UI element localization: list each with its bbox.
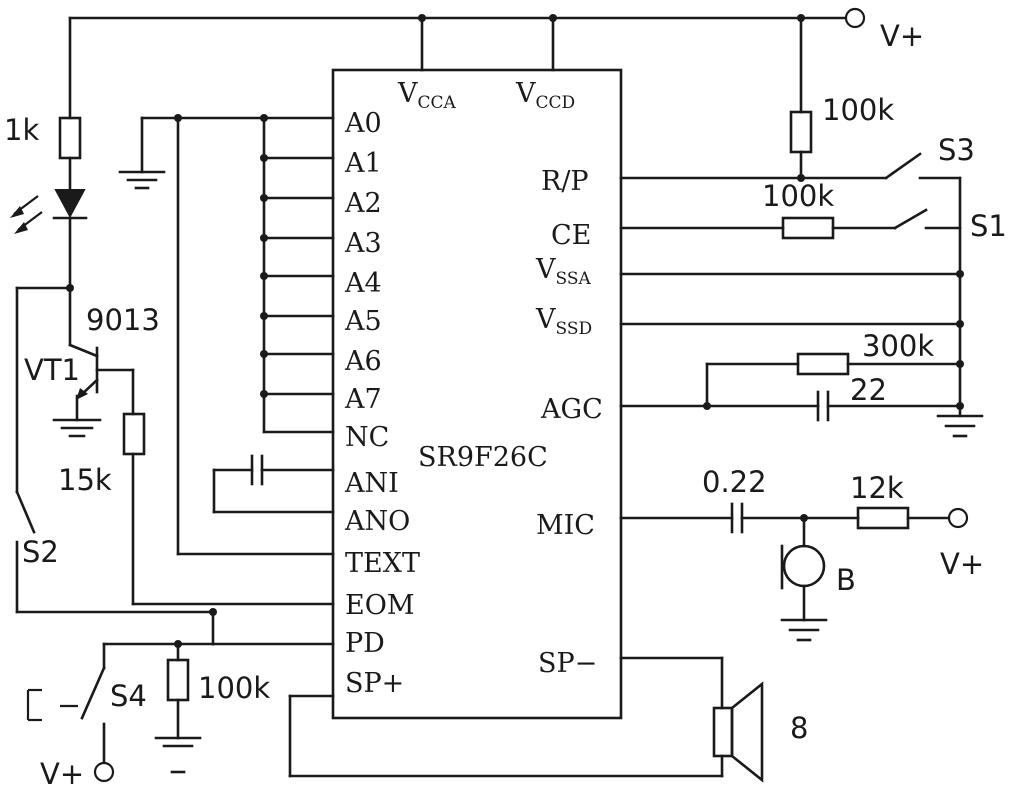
rp-circuit — [619, 16, 962, 418]
vplus-mic-terminal — [947, 507, 969, 529]
label-vplus-s4: V+ — [40, 757, 84, 788]
pin-left-label: PD — [345, 628, 385, 659]
label-vt1: VT1 — [24, 353, 80, 387]
pin-left-label: A2 — [344, 188, 382, 219]
pin-left-label: SP+ — [345, 668, 404, 699]
mic-circuit — [619, 502, 969, 642]
resistor-300k — [796, 352, 850, 376]
pin-left-label: A3 — [344, 228, 382, 259]
led-branch — [10, 16, 88, 347]
label-mic-b: B — [836, 563, 856, 597]
pin-rp: R/P — [541, 166, 589, 197]
eom-path — [122, 368, 335, 606]
pin-spm: SP− — [538, 648, 597, 679]
pd-s4-circuit — [26, 608, 217, 783]
pin-left-label: ANO — [344, 506, 410, 537]
resistor-12k — [856, 506, 910, 530]
pin-left-label: ANI — [344, 468, 399, 499]
vplus-top-rail — [68, 7, 866, 72]
resistor-100k-ce — [781, 216, 835, 240]
pin-left-label: A4 — [344, 268, 382, 299]
label-15k: 15k — [58, 463, 112, 497]
vplus-top-terminal — [844, 7, 866, 29]
label-100k-ce: 100k — [762, 179, 834, 213]
resistor-100k-top — [789, 110, 813, 154]
resistor-1k — [58, 116, 82, 160]
resistor-15k — [122, 412, 146, 456]
label-speaker-8: 8 — [790, 711, 808, 745]
pin-agc: AGC — [540, 394, 603, 425]
pin-left-label: A6 — [344, 346, 382, 377]
pin-left-label: A1 — [344, 148, 382, 179]
resistor-100k-pd — [166, 658, 190, 702]
pin-vcca: VCCA — [397, 78, 457, 113]
pin-left-label: NC — [345, 422, 389, 453]
transistor-vt1 — [52, 343, 135, 438]
label-300k: 300k — [862, 329, 934, 363]
speaker-body — [712, 706, 734, 758]
text-line — [176, 116, 335, 556]
pin-left-label: A5 — [344, 306, 382, 337]
ce-circuit — [619, 208, 962, 240]
ani-ano-capacitor — [212, 454, 335, 514]
label-9013: 9013 — [86, 303, 160, 337]
label-12k: 12k — [850, 471, 904, 505]
pin-left-label: A0 — [344, 108, 382, 139]
led-diode — [54, 189, 86, 219]
label-vplus-mic: V+ — [940, 547, 984, 581]
pin-vssd: VSSD — [535, 304, 592, 339]
pin-left-label: A7 — [344, 384, 382, 415]
vplus-s4-terminal — [93, 761, 115, 783]
address-bus — [118, 114, 335, 434]
pin-vccd: VCCD — [515, 78, 575, 113]
pin-left-label: EOM — [345, 590, 415, 621]
pin-left-label: TEXT — [345, 548, 420, 579]
agc-circuit — [619, 352, 984, 438]
label-vplus-top: V+ — [880, 19, 924, 53]
label-22: 22 — [850, 373, 887, 407]
ground-lines — [619, 270, 964, 328]
pin-vssa: VSSA — [535, 254, 591, 289]
label-s4: S4 — [110, 679, 147, 713]
label-022: 0.22 — [702, 465, 767, 499]
label-100k-top: 100k — [822, 93, 894, 127]
label-s2: S2 — [22, 535, 59, 569]
led-light-arrows — [10, 195, 43, 234]
speaker-cone — [730, 681, 764, 783]
pin-ce: CE — [551, 220, 591, 251]
switch-s2-path — [15, 286, 335, 646]
label-s3: S3 — [938, 133, 975, 167]
label-100k-pd: 100k — [198, 671, 270, 705]
chip-name: SR9F26C — [418, 442, 548, 473]
speaker-circuit — [288, 656, 764, 783]
label-1k: 1k — [4, 113, 39, 147]
pin-mic: MIC — [536, 510, 595, 541]
microphone-b — [782, 544, 826, 588]
label-s1: S1 — [970, 209, 1007, 243]
